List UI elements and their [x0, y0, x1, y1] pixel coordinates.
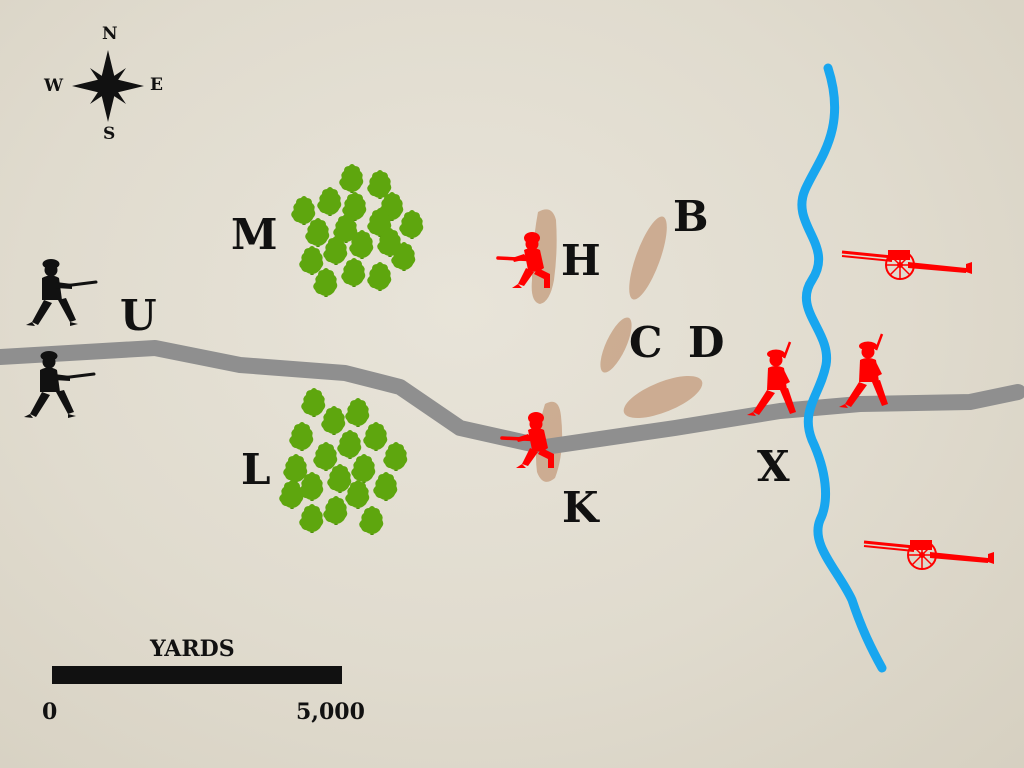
compass-south-label: S	[103, 124, 116, 144]
field-gun-icon	[840, 248, 974, 281]
label-d: D	[688, 318, 725, 367]
label-c: C	[629, 318, 663, 367]
scale-min-label: 0	[42, 699, 58, 725]
forest-icon	[291, 164, 424, 297]
compass-west-label: W	[44, 76, 64, 96]
hill-d	[623, 376, 703, 418]
river	[797, 63, 887, 673]
scale-max-label: 5,000	[296, 699, 365, 725]
label-x: X	[757, 442, 790, 491]
hill-h	[531, 209, 557, 304]
compass-north-label: N	[102, 24, 118, 44]
label-h: H	[561, 236, 601, 285]
scale-bar	[52, 666, 342, 684]
hill-icon	[531, 209, 703, 482]
hill-c	[600, 317, 632, 373]
label-m: M	[231, 210, 278, 259]
hill-b	[629, 216, 667, 300]
field-gun-icon	[862, 538, 996, 571]
forest-icon	[279, 388, 408, 535]
scale-title: YARDS	[150, 636, 235, 662]
label-u: U	[120, 291, 157, 340]
soldier-advancing-icon	[24, 257, 98, 328]
label-l: L	[241, 445, 271, 494]
compass-star-icon	[72, 50, 144, 122]
label-k: K	[562, 483, 599, 532]
compass-east-label: E	[150, 75, 163, 95]
label-b: B	[673, 192, 709, 241]
